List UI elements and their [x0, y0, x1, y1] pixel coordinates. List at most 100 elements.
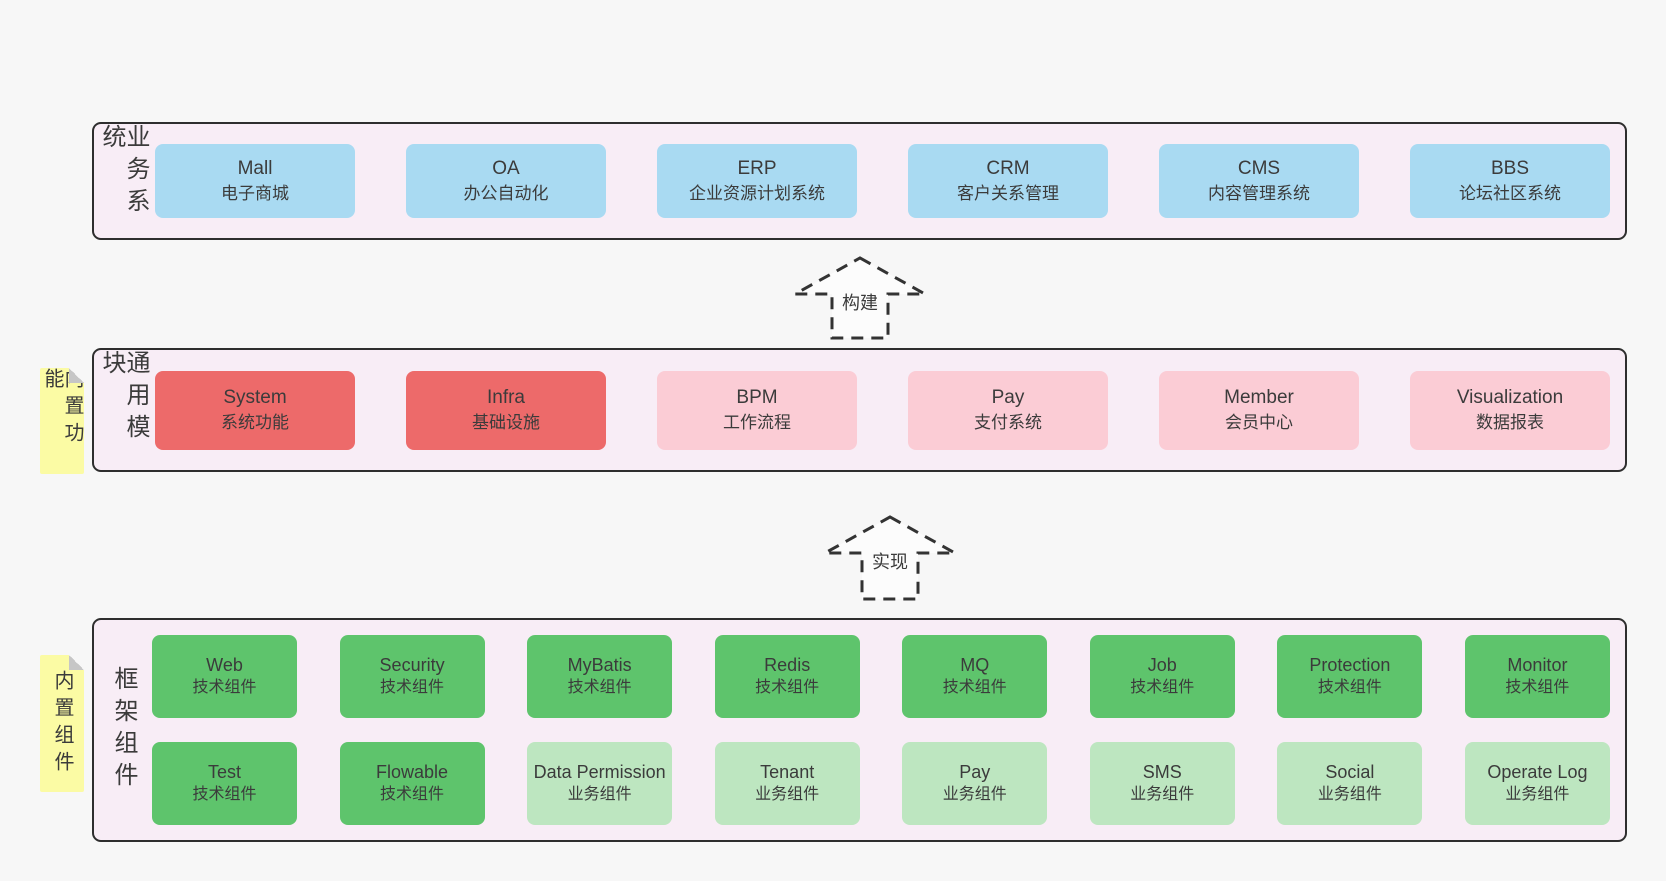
box-job-desc: 技术组件 [1130, 678, 1195, 696]
business-boxes: Mall 电子商城 OA 办公自动化 ERP 企业资源计划系统 CRM 客户关系… [155, 124, 1610, 238]
framework-row-1: Web 技术组件 Security 技术组件 MyBatis 技术组件 Redi… [152, 635, 1610, 718]
box-cms: CMS 内容管理系统 [1159, 144, 1359, 218]
box-redis: Redis 技术组件 [714, 635, 860, 718]
box-sms-desc: 业务组件 [1130, 785, 1195, 803]
box-bbs-name: BBS [1490, 157, 1530, 179]
box-sms: SMS 业务组件 [1089, 742, 1235, 825]
box-job: Job 技术组件 [1089, 635, 1235, 718]
band-common-modules: 通用模块 System 系统功能 Infra 基础设施 BPM 工作流程 Pay… [92, 348, 1627, 472]
box-social: Social 业务组件 [1277, 742, 1423, 825]
band-business-systems: 业务系统 Mall 电子商城 OA 办公自动化 ERP 企业资源计划系统 CRM… [92, 122, 1627, 240]
sticky-features-text: 内置功能 [41, 368, 83, 449]
box-tenant-desc: 业务组件 [755, 785, 820, 803]
box-bpm: BPM 工作流程 [657, 370, 857, 450]
box-security: Security 技术组件 [339, 635, 485, 718]
box-security-name: Security [379, 655, 445, 676]
box-mall: Mall 电子商城 [155, 144, 355, 218]
box-bbs: BBS 论坛社区系统 [1410, 144, 1610, 218]
box-mybatis-name: MyBatis [567, 655, 632, 676]
box-pay-module-desc: 支付系统 [974, 413, 1042, 433]
band-business-label-text: 业务系统 [98, 124, 149, 220]
module-boxes: System 系统功能 Infra 基础设施 BPM 工作流程 Pay 支付系统… [155, 350, 1610, 470]
box-mq-name: MQ [960, 655, 990, 676]
box-web-desc: 技术组件 [192, 678, 257, 696]
band-modules-label: 通用模块 [94, 350, 152, 470]
box-flowable: Flowable 技术组件 [339, 742, 485, 825]
box-pay-component-desc: 业务组件 [942, 785, 1007, 803]
box-erp-name: ERP [737, 157, 777, 179]
box-infra-desc: 基础设施 [472, 413, 540, 433]
box-mq-desc: 技术组件 [942, 678, 1007, 696]
folded-corner-icon [69, 655, 84, 670]
implement-arrow: 实现 [822, 514, 958, 602]
box-pay-component-name: Pay [959, 762, 991, 783]
box-crm-name: CRM [986, 157, 1030, 179]
box-social-name: Social [1325, 762, 1375, 783]
box-operate-log: Operate Log 业务组件 [1464, 742, 1610, 825]
box-mybatis-desc: 技术组件 [567, 678, 632, 696]
box-mq: MQ 技术组件 [902, 635, 1048, 718]
band-framework-label-text: 框架组件 [110, 666, 137, 794]
box-visualization-name: Visualization [1456, 386, 1564, 408]
box-protection: Protection 技术组件 [1277, 635, 1423, 718]
box-protection-name: Protection [1309, 655, 1391, 676]
box-visualization: Visualization 数据报表 [1410, 370, 1610, 450]
box-tenant: Tenant 业务组件 [714, 742, 860, 825]
box-cms-desc: 内容管理系统 [1208, 184, 1310, 204]
box-data-permission: Data Permission 业务组件 [527, 742, 673, 825]
box-test-name: Test [207, 762, 241, 783]
box-test-desc: 技术组件 [192, 785, 257, 803]
box-redis-desc: 技术组件 [755, 678, 820, 696]
box-oa: OA 办公自动化 [406, 144, 606, 218]
box-oa-name: OA [492, 157, 520, 179]
box-crm-desc: 客户关系管理 [957, 184, 1059, 204]
box-protection-desc: 技术组件 [1317, 678, 1382, 696]
framework-boxes: Web 技术组件 Security 技术组件 MyBatis 技术组件 Redi… [152, 620, 1610, 840]
box-tenant-name: Tenant [760, 762, 815, 783]
box-flowable-desc: 技术组件 [380, 785, 445, 803]
box-system-desc: 系统功能 [221, 413, 289, 433]
box-bpm-name: BPM [736, 386, 778, 408]
box-job-name: Job [1147, 655, 1177, 676]
box-infra-name: Infra [486, 386, 526, 408]
box-member-desc: 会员中心 [1225, 413, 1293, 433]
box-mall-name: Mall [237, 157, 273, 179]
box-monitor: Monitor 技术组件 [1464, 635, 1610, 718]
box-redis-name: Redis [764, 655, 811, 676]
band-modules-label-text: 通用模块 [98, 350, 149, 446]
box-data-permission-name: Data Permission [533, 762, 666, 783]
box-operate-log-desc: 业务组件 [1505, 785, 1570, 803]
box-mybatis: MyBatis 技术组件 [527, 635, 673, 718]
build-arrow: 构建 [792, 255, 928, 341]
band-framework-components: 框架组件 Web 技术组件 Security 技术组件 MyBatis 技术组件… [92, 618, 1627, 842]
box-system-name: System [223, 386, 287, 408]
box-bpm-desc: 工作流程 [723, 413, 791, 433]
box-infra: Infra 基础设施 [406, 370, 606, 450]
box-erp: ERP 企业资源计划系统 [657, 144, 857, 218]
box-operate-log-name: Operate Log [1487, 762, 1588, 783]
box-system: System 系统功能 [155, 370, 355, 450]
box-test: Test 技术组件 [152, 742, 297, 825]
build-arrow-label: 构建 [839, 288, 881, 316]
box-monitor-desc: 技术组件 [1505, 678, 1570, 696]
box-flowable-name: Flowable [376, 762, 449, 783]
box-oa-desc: 办公自动化 [463, 184, 549, 204]
box-cms-name: CMS [1237, 157, 1281, 179]
box-visualization-desc: 数据报表 [1476, 413, 1544, 433]
box-pay-component: Pay 业务组件 [902, 742, 1048, 825]
box-erp-desc: 企业资源计划系统 [689, 184, 825, 204]
box-web-name: Web [206, 655, 243, 676]
box-web: Web 技术组件 [152, 635, 297, 718]
box-social-desc: 业务组件 [1317, 785, 1382, 803]
sticky-note-builtin-features: 内置功能 [40, 368, 84, 474]
folded-corner-icon [69, 368, 84, 383]
box-member: Member 会员中心 [1159, 370, 1359, 450]
box-security-desc: 技术组件 [380, 678, 445, 696]
box-pay-module: Pay 支付系统 [908, 370, 1108, 450]
framework-row-2: Test 技术组件 Flowable 技术组件 Data Permission … [152, 742, 1610, 825]
box-crm: CRM 客户关系管理 [908, 144, 1108, 218]
sticky-components-text: 内置组件 [51, 669, 73, 778]
box-sms-name: SMS [1142, 762, 1182, 783]
box-data-permission-desc: 业务组件 [567, 785, 632, 803]
